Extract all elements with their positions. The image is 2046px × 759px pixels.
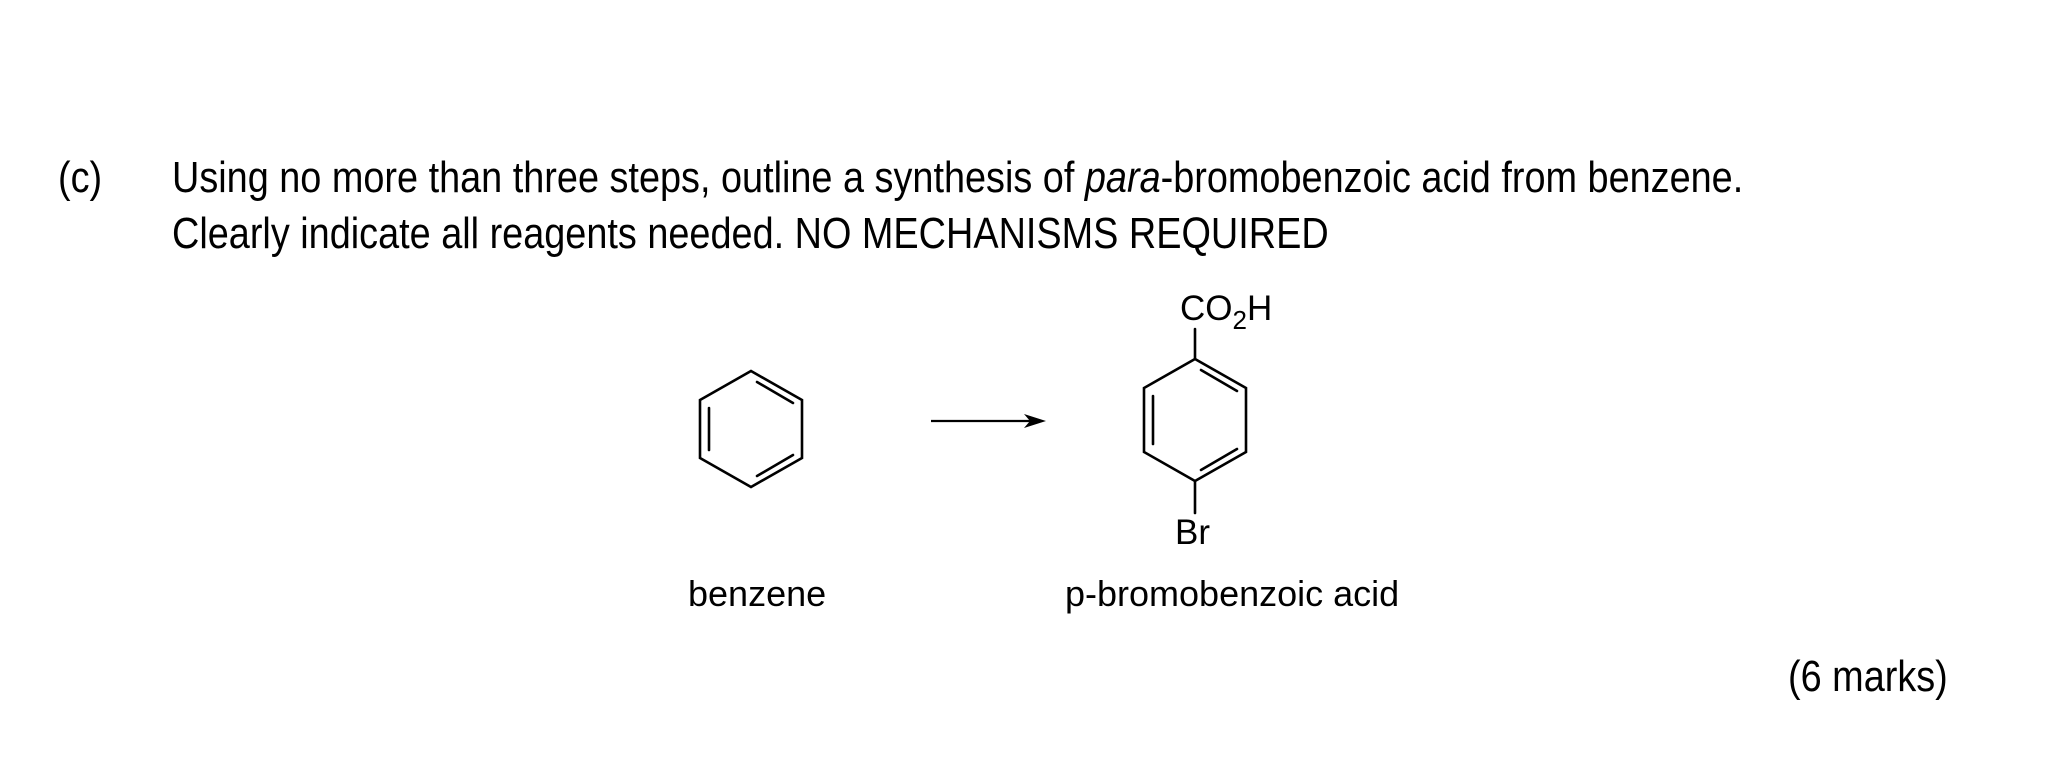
para-italic: para: [1084, 153, 1161, 202]
question-line-2: Clearly indicate all reagents needed. NO…: [172, 209, 1329, 258]
co-text: CO: [1180, 289, 1233, 328]
question-text: Using no more than three steps, outline …: [172, 150, 1743, 262]
question-line-1-end: -bromobenzoic acid from benzene.: [1160, 153, 1744, 202]
subscript-two: 2: [1233, 305, 1247, 335]
benzene-caption: benzene: [688, 573, 827, 614]
carboxylic-acid-group: CO2H: [1180, 289, 1272, 335]
h-text: H: [1247, 289, 1272, 328]
benzene-structure: [698, 369, 804, 489]
question-line-1: Using no more than three steps, outline …: [172, 150, 1743, 206]
question-line-1-start: Using no more than three steps, outline …: [172, 153, 1085, 202]
p-bromobenzoic-acid-structure: [1142, 327, 1248, 515]
reaction-arrow: [931, 414, 1046, 428]
question-label: (c): [58, 153, 103, 202]
marks-label: (6 marks): [1788, 652, 1948, 701]
product-caption: p-bromobenzoic acid: [1065, 573, 1400, 614]
bromine-label: Br: [1175, 513, 1210, 552]
